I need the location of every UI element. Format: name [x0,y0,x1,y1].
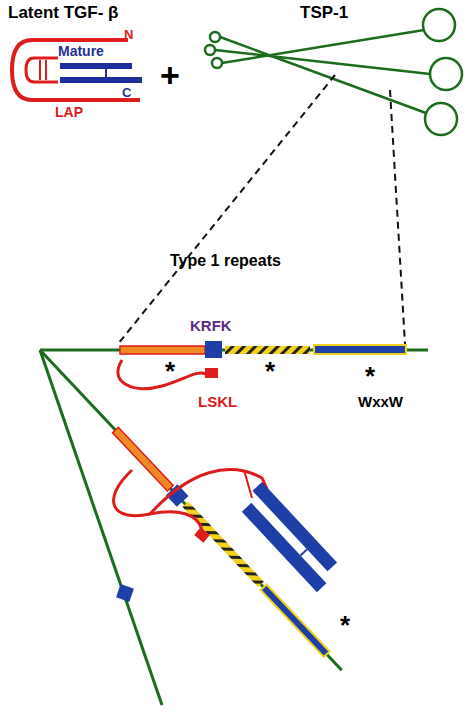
repeat-1 [120,346,205,354]
zoom-guide [390,90,405,344]
part-label: LAP [55,105,83,119]
disulfide-bond [39,60,41,80]
lskl-site [205,368,218,378]
repeat-3 [261,585,330,657]
repeat-3 [314,345,406,354]
krfk-site [116,584,134,602]
lap-strand [118,360,206,388]
tsp1-arm [222,30,424,63]
zoom-guide [118,75,335,344]
lskl-site [194,527,210,542]
mature-link [105,68,107,78]
lap-inner [26,58,58,82]
tsp1-arm [40,350,162,705]
motif-label: WxxW [358,394,403,409]
part-label: Mature [58,44,104,58]
motif-label: KRFK [190,318,232,333]
tsp1-trimer [205,9,462,135]
disulfide-bond [244,470,252,498]
n-domain [205,45,215,55]
site-marker: * [265,358,275,384]
figure-heading: TSP-1 [300,4,348,21]
terminus-label: C [122,86,131,99]
terminus-label: N [124,28,133,41]
figure-heading: Latent TGF- β [8,4,118,21]
mature-link [300,549,307,555]
mature-bar [60,63,132,69]
krfk-site [205,341,222,358]
mature-dimer [236,482,342,592]
mature-bar [242,503,327,592]
c-domain [425,103,457,135]
site-marker: * [340,612,350,638]
c-domain [430,58,462,90]
disulfide-bond [45,60,47,80]
mature-bar [60,77,142,83]
zoom-label: Type 1 repeats [170,253,281,269]
n-domain [210,32,220,42]
lap-outline [12,40,140,100]
lap-strand [114,470,202,530]
repeat-2 [225,346,310,354]
site-marker: * [365,363,375,389]
n-domain [212,58,222,68]
plus-sign: + [160,58,180,92]
site-marker: * [165,358,175,384]
tsp1-arm [215,50,430,74]
tsp1-arm [40,350,342,670]
c-domain [423,9,455,41]
motif-label: LSKL [198,394,237,409]
bound-arm [34,345,347,676]
tsp1-arm [220,37,426,113]
